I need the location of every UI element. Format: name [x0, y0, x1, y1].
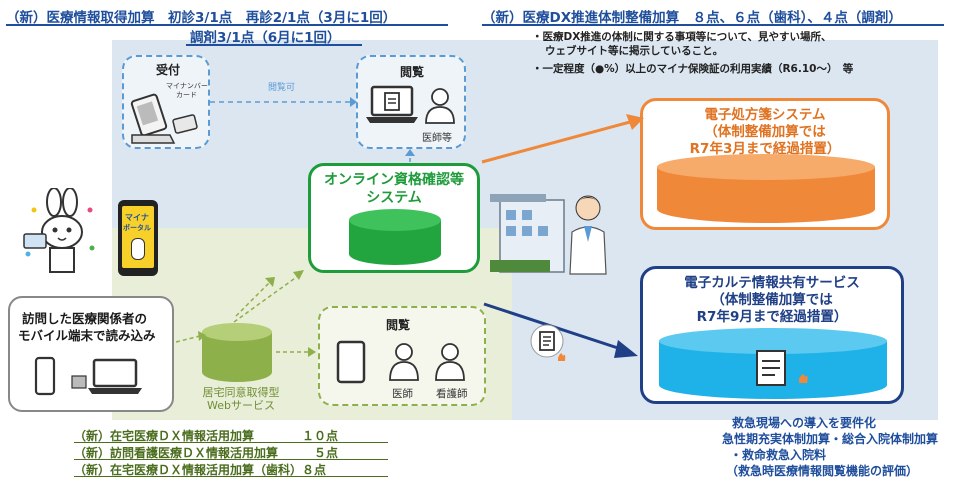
document-icon — [530, 324, 566, 361]
bottom-left-underline-1 — [74, 442, 388, 443]
online-system-title-1: オンライン資格確認等 — [324, 172, 464, 188]
header-right-title: （新）医療DX推進体制整備加算 ８点、６点（歯科）、４点（調剤） — [482, 10, 902, 26]
mobile-devices-icon — [34, 356, 142, 396]
e-prescription-title-1: 電子処方箋システム — [704, 107, 826, 123]
reception-box: 受付 マイナンバー カード — [122, 55, 210, 149]
view-top-person-label: 医師等 — [422, 133, 452, 144]
e-karte-box: 電子カルテ情報共有サービス （体制整備加算では R7年9月まで経過措置） — [640, 266, 904, 404]
mynaportal-label-2: ポータル — [123, 224, 151, 232]
mascot-rabbit-icon — [23, 188, 95, 273]
e-karte-title-2: （体制整備加算では — [711, 292, 833, 308]
home-service-database-icon — [202, 323, 272, 382]
home-service-label: 居宅同意取得型 Webサービス — [198, 386, 284, 412]
home-service-label-1: 居宅同意取得型 — [202, 386, 280, 399]
visiting-staff-box: 訪問した医療関係者の モバイル端末で読み込み — [8, 296, 174, 412]
e-prescription-box: 電子処方箋システム （体制整備加算では R7年3月まで経過措置） — [640, 98, 890, 230]
bottom-right-line4: （救急時医療情報閲覧機能の評価） — [726, 464, 919, 478]
mynaportal-label-1: マイナ — [125, 213, 149, 222]
header-left-line1: （新）医療情報取得加算 初診3/1点 再診2/1点（3月に1回） — [6, 10, 397, 26]
view-bottom-title: 閲覧 — [386, 318, 411, 332]
e-karte-title-1: 電子カルテ情報共有サービス — [684, 275, 860, 291]
view-top-box: 閲覧 医師等 — [356, 55, 466, 149]
view-bottom-nurse: 看護師 — [436, 388, 468, 400]
header-right-bullet1: ・医療DX推進の体制に関する事項等について、見やすい場所、 — [532, 31, 832, 43]
home-service-label-2: Webサービス — [207, 399, 275, 412]
laptop-icon — [366, 85, 455, 124]
header-left-underline — [6, 24, 448, 26]
e-karte-title-3: R7年9月まで経過措置） — [696, 309, 848, 325]
bottom-left-underline-2 — [74, 459, 388, 460]
online-system-title-2: システム — [366, 190, 422, 206]
dashed-green-arrows — [175, 270, 304, 343]
header-right-underline — [482, 24, 944, 26]
bottom-right-line3: ・救命救急入院料 — [730, 448, 827, 462]
online-qualification-system-box: オンライン資格確認等 システム — [308, 163, 480, 273]
arrow-label-viewable: 閲覧可 — [268, 83, 296, 93]
dashed-arrow-reception-to-view — [210, 97, 357, 107]
bottom-right-line2: 急性期充実体制加算・総合入院体制加算 — [722, 432, 939, 446]
mynaportal-phone: マイナ ポータル — [118, 200, 158, 276]
card-reader-icon — [130, 93, 198, 144]
hospital-doctor-icon — [490, 194, 607, 275]
bottom-left-line2: （新）訪問看護医療ＤＸ情報活用加算 ５点 — [74, 446, 339, 460]
bottom-left-underline-3 — [74, 476, 388, 477]
visiting-title-2: モバイル端末で読み込み — [18, 328, 156, 343]
view-bottom-doctor: 医師 — [392, 388, 413, 400]
e-prescription-title-3: R7年3月まで経過措置） — [689, 141, 841, 157]
mynaportal-rabbit-icon — [131, 238, 145, 260]
bottom-left-line3: （新）在宅医療ＤＸ情報活用加算（歯科）８点 — [74, 463, 327, 477]
bottom-right-line1: 救急現場への導入を要件化 — [732, 416, 877, 430]
reception-title: 受付 — [156, 63, 181, 77]
view-bottom-box: 閲覧 医師 看護師 — [318, 306, 486, 406]
e-karte-database-icon — [659, 328, 887, 399]
bottom-left-line1: （新）在宅医療ＤＸ情報活用加算 １０点 — [74, 429, 339, 443]
header-right-bullet2: ・一定程度（●%）以上のマイナ保険証の利用実績（R6.10～） 等 — [532, 63, 854, 75]
online-system-database-icon — [349, 209, 441, 265]
card-label-1: マイナンバー — [166, 82, 208, 90]
arrow-to-e-prescription — [481, 114, 644, 164]
card-label-2: カード — [176, 91, 197, 99]
tablet-doctor-nurse-icon — [336, 340, 465, 384]
header-left-line2: 調剤3/1点（6月に1回） — [190, 30, 341, 46]
mynaportal-screen: マイナ ポータル — [122, 206, 154, 268]
header-left-underline-2 — [186, 44, 362, 46]
view-top-title: 閲覧 — [400, 65, 425, 79]
e-prescription-title-2: （体制整備加算では — [704, 124, 826, 140]
e-prescription-database-icon — [657, 154, 875, 223]
visiting-title-1: 訪問した医療関係者の — [22, 311, 148, 326]
dashed-green-arrow-right — [276, 347, 316, 357]
header-right-bullet1-cont: ウェブサイト等に掲示していること。 — [545, 45, 724, 57]
